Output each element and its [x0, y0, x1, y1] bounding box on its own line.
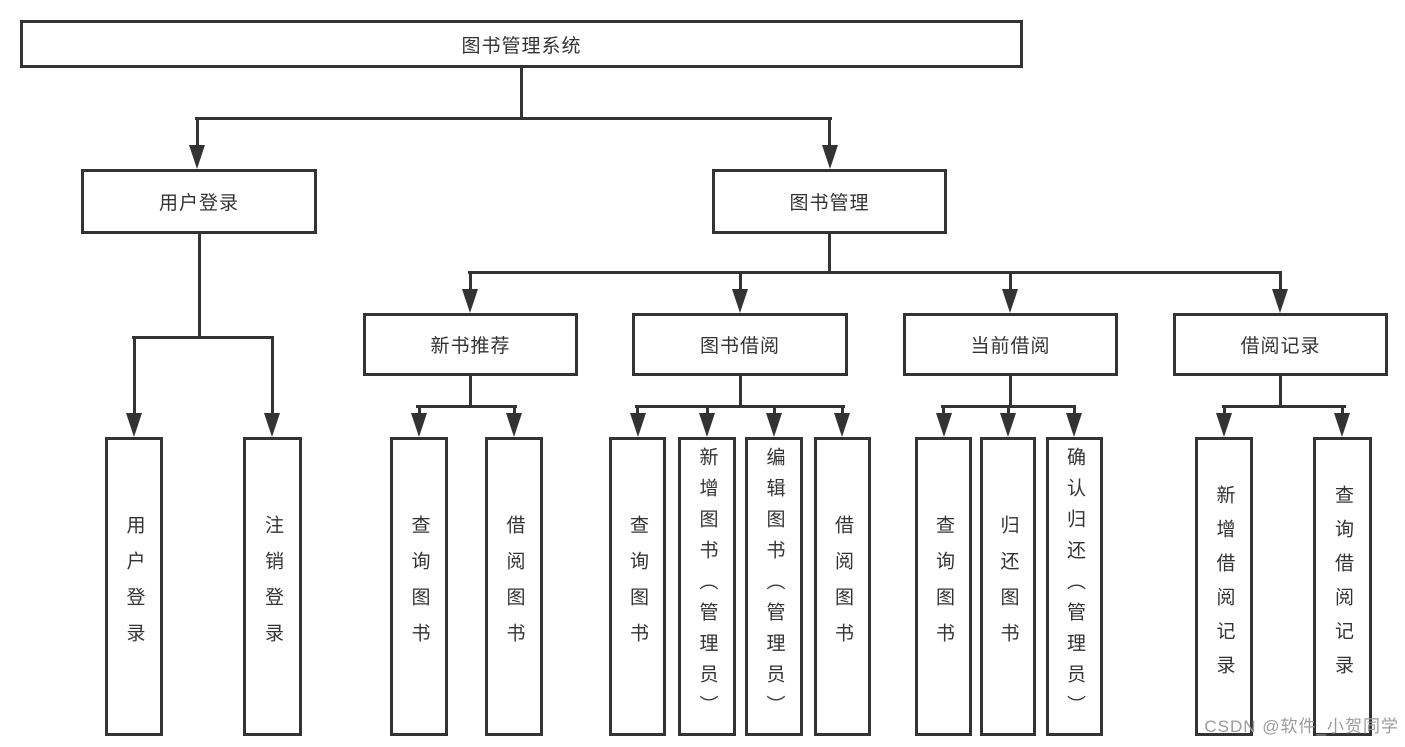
connector-borrow-record-trunk: [1279, 376, 1282, 407]
connector-stem-br-add: [1223, 405, 1226, 415]
arrow-to-borrow-record: [1272, 289, 1288, 313]
connector-stem-bb-borrow: [841, 405, 844, 415]
arrow-to-br-add: [1216, 413, 1232, 437]
leaf-recommend-query-book: 查询图书: [390, 437, 448, 736]
leaf-borrow-add-book-label: 新增图书（管理员）: [696, 447, 718, 726]
connector-stem-bb-query: [636, 405, 639, 415]
connector-book-borrow-split: [635, 405, 845, 408]
leaf-borrow-borrow-book: 借阅图书: [814, 437, 871, 736]
leaf-record-add-label: 新增借阅记录: [1213, 484, 1235, 689]
leaf-current-query-book-label: 查询图书: [933, 514, 954, 659]
arrow-to-nbr-borrow: [506, 413, 522, 437]
node-root-label: 图书管理系统: [461, 35, 582, 57]
connector-stem-nbr-borrow: [513, 405, 516, 415]
node-borrow-record-label: 借阅记录: [1240, 336, 1321, 357]
node-user-login-label: 用户登录: [158, 193, 239, 214]
arrow-to-cb-return: [1000, 413, 1016, 437]
leaf-borrow-query-book-label: 查询图书: [627, 514, 648, 659]
connector-user-login-trunk: [198, 234, 201, 338]
connector-book-borrow-trunk: [739, 376, 742, 407]
connector-stem-cb-return: [1007, 405, 1010, 415]
leaf-borrow-add-book: 新增图书（管理员）: [678, 437, 736, 736]
connector-stem-book-borrow: [739, 271, 742, 291]
connector-stem-bb-add: [706, 405, 709, 415]
connector-stem-ul-logout: [271, 336, 274, 414]
leaf-logout-label: 注销登录: [262, 514, 283, 659]
connector-stem-borrow-record: [1279, 271, 1282, 291]
node-new-book-recommend-label: 新书推荐: [430, 336, 511, 357]
connector-stem-new-book-rec: [469, 271, 472, 291]
leaf-current-confirm-return: 确认归还（管理员）: [1046, 437, 1103, 736]
arrow-to-bb-query: [630, 413, 646, 437]
arrow-to-book-borrow: [732, 289, 748, 313]
leaf-current-return-book-label: 归还图书: [997, 514, 1019, 659]
connector-stem-book-mgmt: [828, 117, 831, 148]
watermark: CSDN @软件_小贺同学: [1204, 717, 1399, 736]
arrow-to-cb-confirm: [1066, 413, 1082, 437]
connector-user-login-split: [132, 336, 274, 339]
arrow-to-ul-login: [126, 413, 142, 437]
connector-current-borrow-trunk: [1009, 376, 1012, 407]
node-book-borrow: 图书借阅: [632, 313, 848, 376]
arrow-to-bb-edit: [766, 413, 782, 437]
connector-stem-bb-edit: [773, 405, 776, 415]
leaf-recommend-borrow-book: 借阅图书: [485, 437, 543, 736]
connector-stem-cb-query: [942, 405, 945, 415]
leaf-borrow-borrow-book-label: 借阅图书: [832, 514, 853, 659]
connector-new-book-rec-trunk: [469, 376, 472, 407]
arrow-to-br-query: [1334, 413, 1350, 437]
connector-root-trunk: [520, 68, 523, 119]
arrow-to-current-borrow: [1002, 289, 1018, 313]
arrow-to-bb-add: [699, 413, 715, 437]
node-book-management-label: 图书管理: [789, 193, 870, 214]
arrow-to-book-mgmt: [822, 145, 838, 169]
arrow-to-new-book-rec: [462, 289, 478, 313]
leaf-record-query: 查询借阅记录: [1313, 437, 1372, 736]
leaf-user-login: 用户登录: [105, 437, 163, 736]
node-book-management: 图书管理: [712, 169, 947, 234]
connector-borrow-record-split: [1222, 405, 1346, 408]
arrow-to-bb-borrow: [834, 413, 850, 437]
arrow-to-user-login: [189, 145, 205, 169]
leaf-record-add: 新增借阅记录: [1195, 437, 1253, 736]
connector-stem-ul-login: [133, 336, 136, 414]
node-user-login: 用户登录: [81, 169, 317, 234]
node-root: 图书管理系统: [20, 20, 1023, 68]
connector-root-split: [195, 117, 832, 120]
connector-stem-user-login: [196, 117, 199, 148]
node-book-borrow-label: 图书借阅: [699, 336, 780, 357]
connector-stem-cb-confirm: [1073, 405, 1076, 415]
leaf-borrow-query-book: 查询图书: [609, 437, 666, 736]
leaf-user-login-label: 用户登录: [123, 514, 145, 659]
leaf-logout: 注销登录: [243, 437, 302, 736]
leaf-borrow-edit-book: 编辑图书（管理员）: [745, 437, 803, 736]
connector-new-book-rec-split: [416, 405, 517, 408]
leaf-current-confirm-return-label: 确认归还（管理员）: [1064, 447, 1085, 726]
leaf-borrow-edit-book-label: 编辑图书（管理员）: [763, 447, 785, 726]
leaf-recommend-query-book-label: 查询图书: [408, 514, 430, 659]
connector-book-mgmt-trunk: [828, 234, 831, 273]
node-current-borrow-label: 当前借阅: [970, 336, 1051, 357]
leaf-record-query-label: 查询借阅记录: [1332, 484, 1353, 689]
node-new-book-recommend: 新书推荐: [363, 313, 578, 376]
arrow-to-nbr-query: [411, 413, 427, 437]
leaf-current-query-book: 查询图书: [915, 437, 972, 736]
node-current-borrow: 当前借阅: [903, 313, 1118, 376]
connector-stem-nbr-query: [418, 405, 421, 415]
leaf-current-return-book: 归还图书: [980, 437, 1036, 736]
connector-book-mgmt-split: [468, 271, 1282, 274]
arrow-to-ul-logout: [264, 413, 280, 437]
connector-stem-br-query: [1341, 405, 1344, 415]
arrow-to-cb-query: [936, 413, 952, 437]
node-borrow-record: 借阅记录: [1173, 313, 1388, 376]
connector-stem-current-borrow: [1009, 271, 1012, 291]
leaf-recommend-borrow-book-label: 借阅图书: [503, 514, 525, 659]
